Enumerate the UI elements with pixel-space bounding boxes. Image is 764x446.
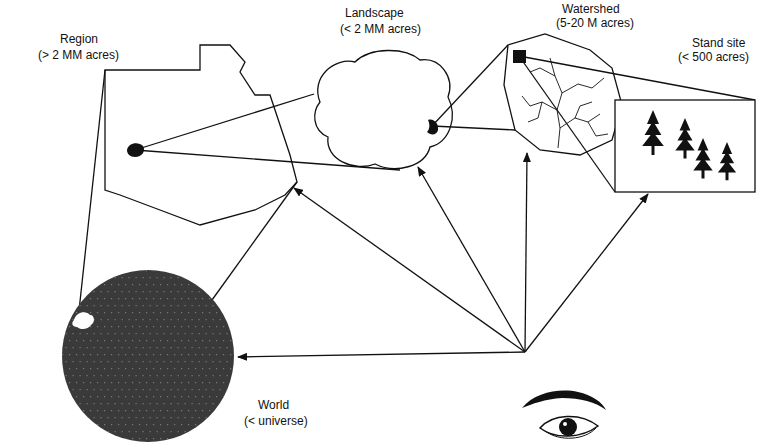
scale-size: (5-20 M acres) [556,16,634,30]
view-arrows [238,153,648,357]
scale-name: Watershed [562,2,620,16]
zoom-cone [135,94,400,170]
landscape-outline: Landscape(< 2 MM acres) [310,42,455,177]
world-globe-shape [62,270,234,442]
scale-name: Landscape [345,6,404,20]
scale-size: (< 2 MM acres) [340,22,421,36]
zoom-line [432,45,508,126]
zoom-line [432,126,515,130]
scale-name: World [258,398,289,412]
zoom-line [78,70,105,320]
scale-size: (< 500 acres) [678,50,749,64]
zoom-line [519,56,615,192]
region-outline-shape [100,40,300,230]
watershed-outline: Watershed(5-20 M acres) [500,18,625,158]
eye-symbol [522,391,606,439]
stand-site-box-shape [615,100,755,192]
zoom-line [212,182,297,300]
world-globe: World(< universe) [62,270,234,442]
scale-size: (> 2 MM acres) [38,48,119,62]
region-outline: Region(> 2 MM acres) [100,40,300,230]
zoom-line [135,94,314,150]
zoom-cone [432,45,515,130]
landscape-outline-shape [310,42,455,177]
scale-size: (< universe) [244,414,308,428]
stand-site-box: Stand site(< 500 acres) [615,100,755,192]
scale-name: Region [60,32,98,46]
watershed-outline-shape [500,18,625,158]
scale-name: Stand site [692,36,745,50]
zoom-cone [519,56,755,192]
